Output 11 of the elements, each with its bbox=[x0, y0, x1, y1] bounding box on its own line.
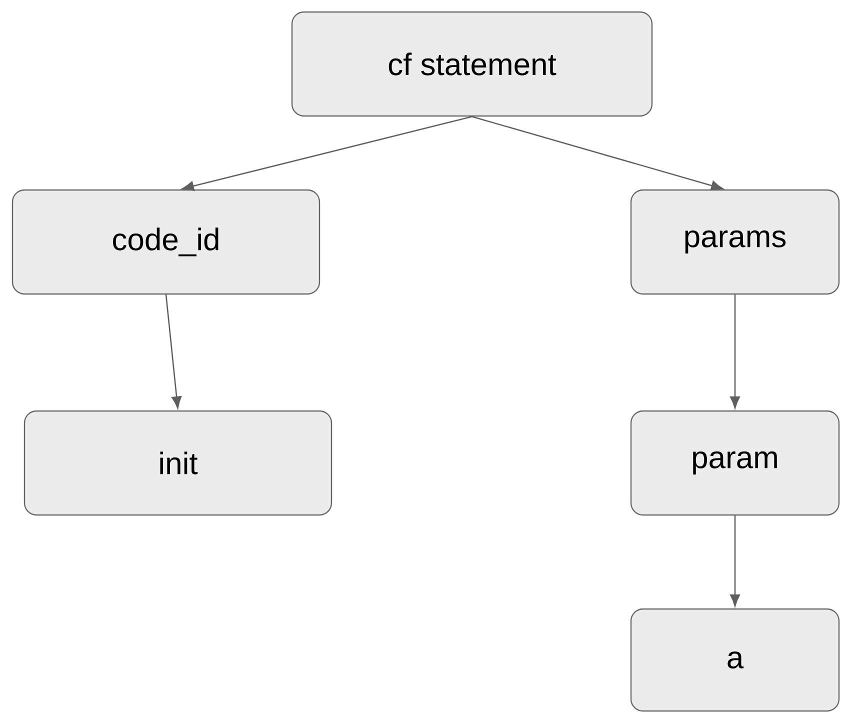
arrow bbox=[182, 116, 472, 192]
tree-node-box: params bbox=[630, 189, 840, 295]
arrow bbox=[730, 516, 740, 606]
arrow bbox=[165, 294, 182, 408]
arrow bbox=[730, 294, 740, 408]
tree-node-box: param bbox=[630, 410, 840, 516]
tree-node-box: init bbox=[24, 410, 332, 516]
tree-node-box: code_id bbox=[12, 189, 320, 295]
tree-node-box: a bbox=[630, 608, 840, 712]
arrow bbox=[472, 116, 724, 191]
tree-node-box: cf statement bbox=[291, 11, 653, 117]
